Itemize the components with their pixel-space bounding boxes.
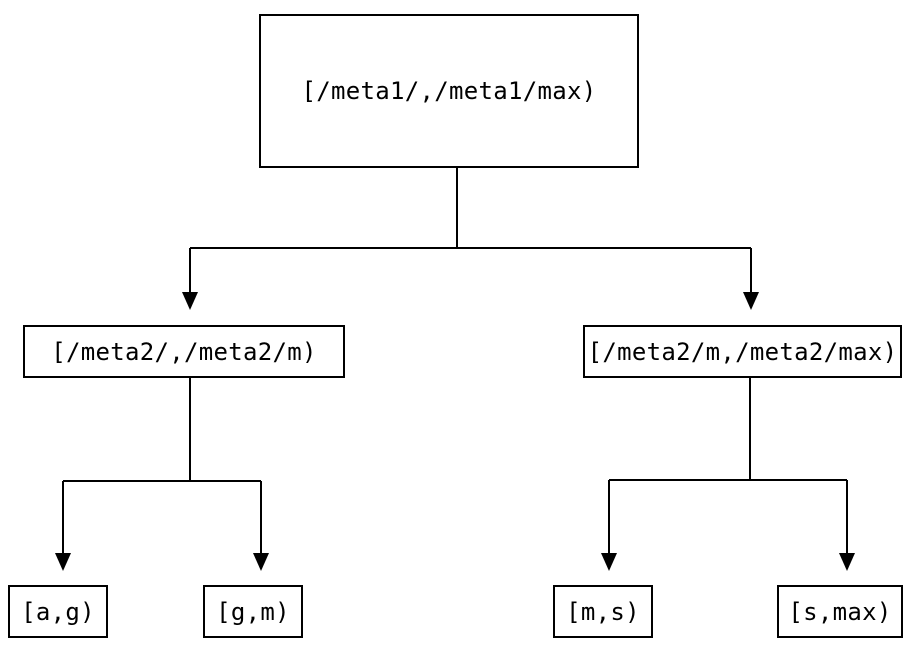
node-label: [/meta1/,/meta1/max) <box>301 77 597 105</box>
node-label: [m,s) <box>566 597 640 626</box>
connector-line <box>62 378 262 553</box>
node-meta2-lower-range: [/meta2/,/meta2/m) <box>23 325 345 378</box>
arrow-head-icon <box>601 553 617 571</box>
edge-left-to-children <box>55 378 269 571</box>
node-label: [g,m) <box>216 597 290 626</box>
node-label: [/meta2/,/meta2/m) <box>51 337 317 366</box>
node-leaf-s-max: [s,max) <box>777 585 903 638</box>
node-leaf-g-m: [g,m) <box>203 585 303 638</box>
node-label: [/meta2/m,/meta2/max) <box>587 337 898 366</box>
arrow-head-icon <box>253 553 269 571</box>
node-label: [a,g) <box>21 597 95 626</box>
edge-right-to-children <box>601 378 855 571</box>
edge-root-to-children <box>182 168 759 310</box>
node-meta2-upper-range: [/meta2/m,/meta2/max) <box>583 325 902 378</box>
connector-line <box>608 378 848 553</box>
arrow-head-icon <box>55 553 71 571</box>
connector-line <box>189 168 752 292</box>
node-leaf-a-g: [a,g) <box>8 585 108 638</box>
arrow-head-icon <box>743 292 759 310</box>
node-label: [s,max) <box>788 597 892 626</box>
node-root-meta1-range: [/meta1/,/meta1/max) <box>259 14 639 168</box>
node-leaf-m-s: [m,s) <box>553 585 653 638</box>
arrow-head-icon <box>182 292 198 310</box>
arrow-head-icon <box>839 553 855 571</box>
